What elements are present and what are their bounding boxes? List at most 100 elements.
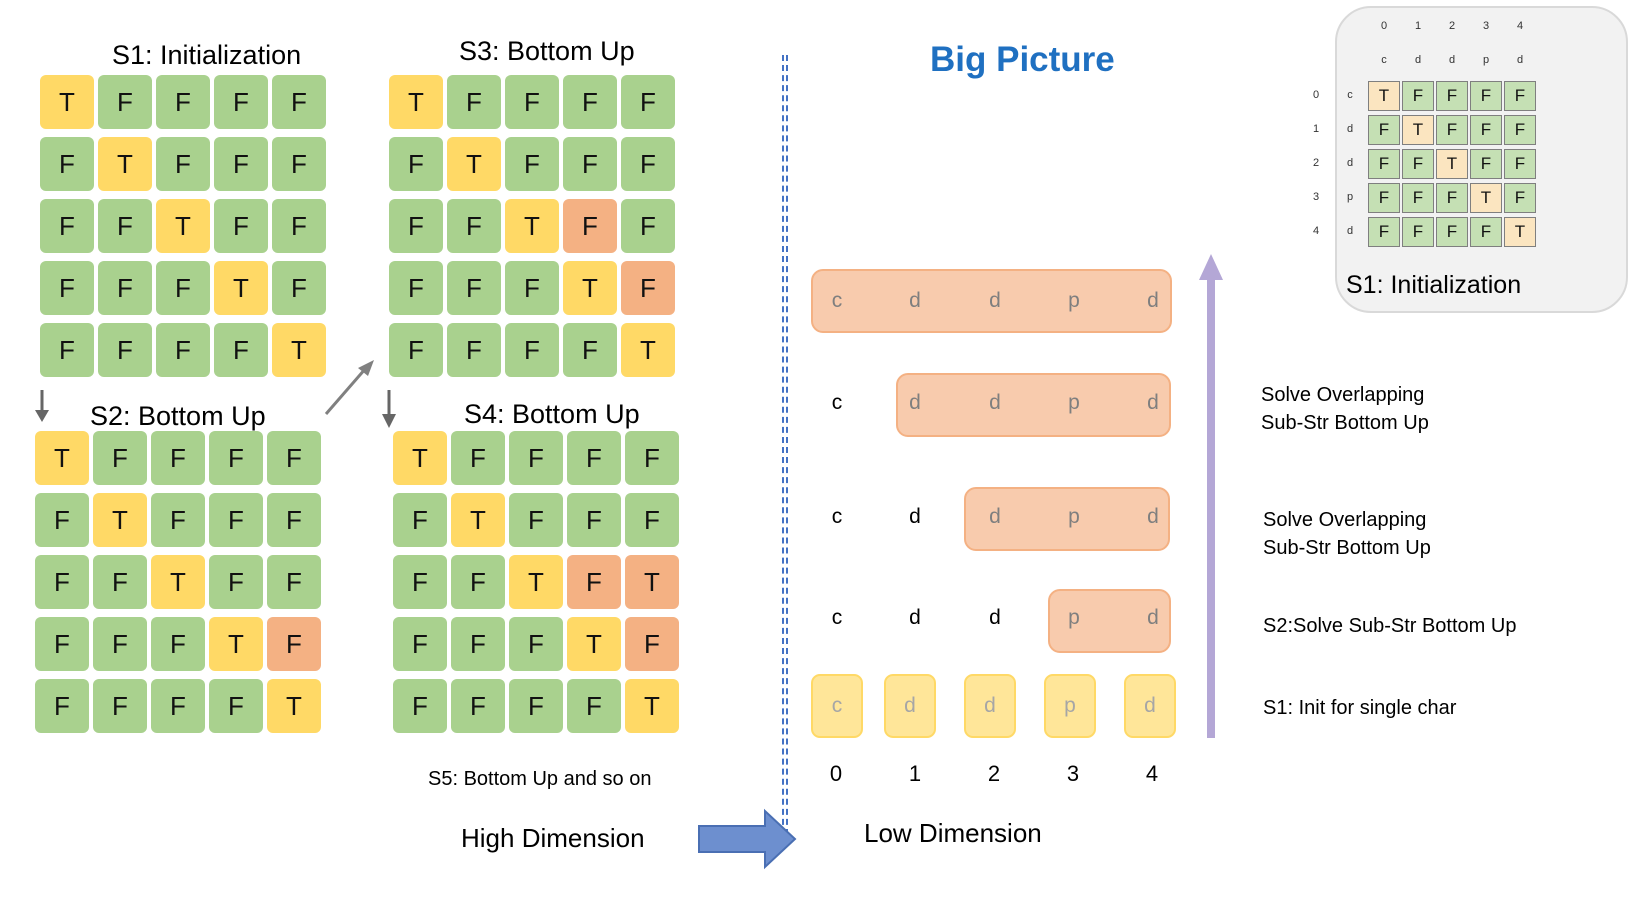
cell-s4-r1-c0: F: [393, 493, 447, 547]
cell-s1-r1-c4: F: [272, 137, 326, 191]
strip-row-4: [811, 269, 1172, 333]
cell-s2-r3-c2: F: [151, 617, 205, 671]
low-dimension-label: Low Dimension: [864, 818, 1042, 848]
cell-s1-r0-c3: F: [214, 75, 268, 129]
char-row3-col3: p: [1068, 391, 1080, 414]
cell-s2-r3-c4: F: [267, 617, 321, 671]
char-row4-col0: c: [831, 289, 843, 312]
cell-s3-r0-c4: F: [621, 75, 675, 129]
cell-s3-r4-c4: T: [621, 323, 675, 377]
strip-row-1: [1048, 589, 1171, 653]
big-picture-title: Big Picture: [930, 40, 1115, 79]
cell-s3-r2-c1: F: [447, 199, 501, 253]
cell-s4-r0-c2: F: [509, 431, 563, 485]
note-init: S1: Init for single char: [1263, 697, 1457, 719]
cell-s4-r1-c1: T: [451, 493, 505, 547]
inset-col-index-3: 3: [1482, 20, 1490, 32]
index-2: 2: [987, 761, 1001, 786]
cell-s1-r4-c3: F: [214, 323, 268, 377]
cell-s1-r1-c2: F: [156, 137, 210, 191]
cell-s4-r4-c3: F: [567, 679, 621, 733]
char-row2-col4: d: [1147, 505, 1159, 528]
cell-s1-r3-c1: F: [98, 261, 152, 315]
inset-cell-r4-c0: F: [1368, 217, 1400, 247]
index-1: 1: [908, 761, 922, 786]
cell-s4-r3-c0: F: [393, 617, 447, 671]
cell-s4-r1-c2: F: [509, 493, 563, 547]
cell-s1-r2-c0: F: [40, 199, 94, 253]
inset-col-index-0: 0: [1380, 20, 1388, 32]
char-row1-col2: d: [989, 606, 1001, 629]
index-3: 3: [1066, 761, 1080, 786]
cell-s3-r1-c0: F: [389, 137, 443, 191]
dashed-divider: [782, 55, 788, 845]
note-overlap-1-line2: Sub-Str Bottom Up: [1261, 412, 1429, 434]
cell-s1-r1-c1: T: [98, 137, 152, 191]
inset-col-char-4: d: [1516, 54, 1524, 66]
inset-cell-r3-c3: T: [1470, 183, 1502, 213]
cell-s4-r3-c1: F: [451, 617, 505, 671]
cell-s1-r0-c4: F: [272, 75, 326, 129]
cell-s3-r4-c1: F: [447, 323, 501, 377]
inset-col-char-1: d: [1414, 54, 1422, 66]
inset-col-char-0: c: [1381, 54, 1387, 66]
char-row4-col2: d: [989, 289, 1001, 312]
single-char-1: d: [884, 674, 936, 738]
cell-s2-r0-c3: F: [209, 431, 263, 485]
cell-s3-r1-c1: T: [447, 137, 501, 191]
inset-row-char-4: d: [1346, 225, 1354, 237]
cell-s3-r0-c2: F: [505, 75, 559, 129]
char-row2-col1: d: [909, 505, 921, 528]
inset-cell-r1-c4: F: [1504, 115, 1536, 145]
inset-cell-r3-c1: F: [1402, 183, 1434, 213]
cell-s1-r0-c0: T: [40, 75, 94, 129]
cell-s1-r3-c2: F: [156, 261, 210, 315]
inset-row-index-3: 3: [1312, 191, 1320, 203]
cell-s3-r3-c4: F: [621, 261, 675, 315]
note-substr: S2:Solve Sub-Str Bottom Up: [1263, 615, 1517, 637]
char-row3-col2: d: [989, 391, 1001, 414]
arrow-down-s3-s4: [382, 390, 396, 428]
single-char-2: d: [964, 674, 1016, 738]
cell-s4-r1-c3: F: [567, 493, 621, 547]
char-row3-col0: c: [831, 391, 843, 414]
inset-cell-r3-c2: F: [1436, 183, 1468, 213]
cell-s2-r1-c0: F: [35, 493, 89, 547]
cell-s4-r1-c4: F: [625, 493, 679, 547]
inset-cell-r3-c4: F: [1504, 183, 1536, 213]
inset-col-char-3: p: [1482, 54, 1490, 66]
inset-cell-r2-c1: F: [1402, 149, 1434, 179]
inset-cell-r0-c1: F: [1402, 81, 1434, 111]
up-arrow-icon: [1199, 254, 1223, 738]
note-overlap-2-line2: Sub-Str Bottom Up: [1263, 537, 1431, 559]
inset-cell-r1-c2: F: [1436, 115, 1468, 145]
cell-s3-r4-c3: F: [563, 323, 617, 377]
cell-s2-r4-c3: F: [209, 679, 263, 733]
inset-cell-r0-c4: F: [1504, 81, 1536, 111]
cell-s3-r2-c3: F: [563, 199, 617, 253]
inset-row-char-2: d: [1346, 157, 1354, 169]
cell-s2-r0-c1: F: [93, 431, 147, 485]
cell-s3-r1-c4: F: [621, 137, 675, 191]
inset-cell-r0-c2: F: [1436, 81, 1468, 111]
cell-s1-r2-c2: T: [156, 199, 210, 253]
index-4: 4: [1145, 761, 1159, 786]
index-0: 0: [829, 761, 843, 786]
note-overlap-2: Solve Overlapping Sub-Str Bottom Up: [1263, 506, 1431, 562]
inset-cell-r2-c0: F: [1368, 149, 1400, 179]
cell-s2-r4-c0: F: [35, 679, 89, 733]
cell-s1-r4-c1: F: [98, 323, 152, 377]
char-row4-col4: d: [1147, 289, 1159, 312]
cell-s3-r2-c0: F: [389, 199, 443, 253]
cell-s4-r0-c4: F: [625, 431, 679, 485]
note-overlap-1-line1: Solve Overlapping: [1261, 384, 1425, 406]
cell-s3-r3-c2: F: [505, 261, 559, 315]
inset-col-index-4: 4: [1516, 20, 1524, 32]
cell-s2-r1-c3: F: [209, 493, 263, 547]
arrow-diagonal-s2-s3: [324, 360, 374, 415]
cell-s4-r2-c4: T: [625, 555, 679, 609]
cell-s2-r0-c0: T: [35, 431, 89, 485]
inset-cell-r1-c0: F: [1368, 115, 1400, 145]
inset-cell-r1-c1: T: [1402, 115, 1434, 145]
note-overlap-2-line1: Solve Overlapping: [1263, 509, 1427, 531]
